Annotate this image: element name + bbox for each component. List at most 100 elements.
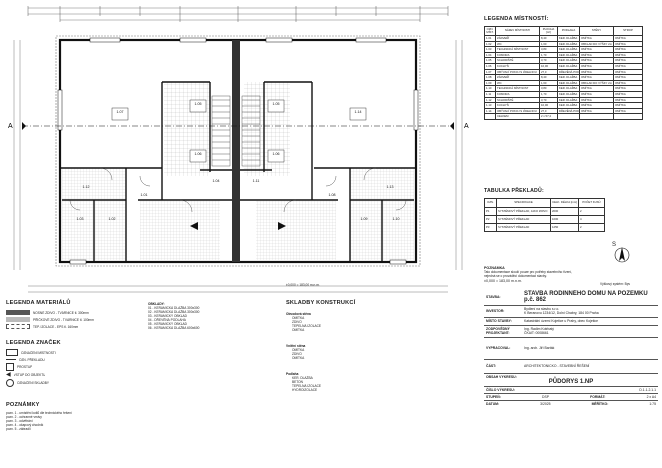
north-label: S bbox=[612, 242, 617, 248]
section-marker-left: A bbox=[8, 123, 13, 130]
room-cell: KER. DLAŽBA bbox=[557, 74, 580, 81]
lintel-cell: 2000 bbox=[550, 207, 579, 216]
finish-item: 04 - DŘEVĚNÁ PODLAHA bbox=[148, 318, 186, 322]
composition-group: Obvodová stěna OMÍTKA ZDIVO TEPELNÁ IZOL… bbox=[286, 312, 322, 332]
room-cell: 2 x 57,4 bbox=[539, 113, 558, 120]
room-tag: 1.05 bbox=[195, 102, 202, 106]
elevation-plan: ±0,000 = 183,00 m.n.m. bbox=[286, 283, 320, 287]
lintel-cell: SYSTÉMOVÝ PŘEKLAD, JAKO ZDIVO bbox=[496, 207, 551, 216]
room-cell: KER. DLAŽBA bbox=[557, 46, 580, 53]
title-block: STAVBA: STAVBA RODINNÉHO DOMU NA POZEMKU… bbox=[484, 290, 658, 407]
finishes-legend: OBKLADY: 01 - KERAMICKÁ DLAŽBA 300x300 0… bbox=[148, 302, 268, 330]
remark-item: pozn. 3 - odvětrání bbox=[6, 419, 33, 423]
tb-obsah: OBSAH VÝKRESU: PŮDORYS 1.NP bbox=[484, 374, 658, 387]
room-header: STĚNY bbox=[579, 26, 614, 36]
room-cell: DŘEVĚNÁ PODLAHA bbox=[557, 68, 580, 76]
remarks-title: POZNÁMKY bbox=[6, 402, 40, 408]
room-cell: KER. DLAŽBA bbox=[557, 63, 580, 70]
room-header: OZN. MÍST. bbox=[484, 26, 496, 36]
composition-group: Podlaha KER. DLAŽBA BETON TEPELNÁ IZOLAC… bbox=[286, 372, 322, 392]
room-cell: OMÍTKA bbox=[613, 96, 643, 104]
room-cell: OMÍTKA bbox=[613, 79, 643, 87]
room-cell bbox=[613, 113, 643, 120]
remark-item: pozn. 1 - umístění kotlů dle technického… bbox=[6, 411, 72, 415]
room-cell bbox=[557, 113, 580, 120]
room-tag: 1.07 bbox=[117, 110, 124, 114]
entry-arrow-icon: ◀ bbox=[6, 371, 11, 378]
room-cell: OBÝVACÍ POKOJ S JÍDELNOU bbox=[495, 68, 540, 76]
lintel-cell: 1250 bbox=[550, 223, 579, 232]
composition-group: Vnitřní stěna OMÍTKA ZDIVO OMÍTKA bbox=[286, 344, 306, 360]
room-tag: 1.03 bbox=[77, 217, 84, 221]
room-cell: KER. DLAŽBA bbox=[557, 40, 580, 48]
finish-item: 02 - KERAMICKÁ DLAŽBA 300x300 bbox=[148, 310, 200, 314]
lintel-header: CELK. DÉLKA [mm] bbox=[550, 198, 579, 208]
room-cell: KER. DLAŽBA bbox=[557, 102, 580, 109]
finish-item: 05 - KERAMICKÝ OBKLAD bbox=[148, 322, 187, 326]
tb-stavba: STAVBA: STAVBA RODINNÉHO DOMU NA POZEMKU… bbox=[484, 290, 658, 306]
room-header: PODLAHA bbox=[557, 26, 580, 36]
room-header: STROP bbox=[613, 26, 643, 36]
symbol-item: OZN. PŘEKLADU bbox=[6, 358, 136, 362]
room-tag: 1.11 bbox=[253, 179, 260, 183]
room-cell: DŘEVĚNÁ PODLAHA bbox=[557, 107, 580, 115]
room-cell: KER. DLAŽBA bbox=[557, 85, 580, 92]
room-cell: OMÍTKA bbox=[613, 85, 643, 92]
tb-stupen: STUPEŇ: DSP FORMÁT: 2 x A4 bbox=[484, 394, 658, 401]
material-swatch bbox=[6, 317, 30, 322]
room-cell bbox=[484, 113, 496, 120]
room-cell: KER. DLAŽBA bbox=[557, 79, 580, 87]
room-cell: KER. DLAŽBA bbox=[557, 96, 580, 104]
symbols-title: LEGENDA ZNAČEK bbox=[6, 340, 61, 346]
remark-item: pozn. 2 - ochranné vrstvy bbox=[6, 415, 42, 419]
lintel-header: SPECIFIKACE bbox=[496, 198, 551, 208]
lintel-header: POČET KUSŮ bbox=[578, 198, 605, 208]
room-cell: OMÍTKA bbox=[613, 68, 643, 76]
tb-cislo: ČÍSLO VÝKRESU: D.1.1.2.1.1 bbox=[484, 387, 658, 394]
room-legend: LEGENDA MÍSTNOSTÍ: OZN. MÍST.NÁZEV MÍSTN… bbox=[484, 16, 643, 120]
opening-icon bbox=[6, 363, 14, 371]
room-cell bbox=[579, 113, 614, 120]
tb-vypracoval: VYPRACOVAL: Ing. arch. Jiří Barták bbox=[484, 337, 658, 360]
finishes-title: OBKLADY: bbox=[148, 302, 165, 306]
room-tag: 1.05 bbox=[273, 102, 280, 106]
room-cell: OMÍTKA bbox=[613, 74, 643, 81]
lintel-title: TABULKA PŘEKLADŮ: bbox=[484, 188, 544, 194]
symbol-item: OZNAČENÍ MÍSTNOSTI bbox=[6, 349, 136, 356]
section-marker-right: A bbox=[464, 123, 469, 130]
room-cell: OBKLAD DO VÝŠKY 2m bbox=[579, 40, 614, 48]
room-tag-icon bbox=[6, 349, 18, 356]
tb-cast: ČÁST: ARCHITEKTONICKO - STAVEBNÍ ŘEŠENÍ bbox=[484, 359, 658, 374]
room-tag: 1.02 bbox=[109, 217, 116, 221]
room-cell: OBÝVACÍ POKOJ S JÍDELNOU bbox=[495, 107, 540, 115]
finish-item: 06 - KERAMICKÁ DLAŽBA 600x600 bbox=[148, 326, 200, 330]
symbol-item: PROSTUP bbox=[6, 363, 136, 371]
material-item: PŘÍČKOVÉ ZDIVO - TVÁRNICE tl. 100mm bbox=[6, 317, 132, 322]
lintel-cell: SYSTÉMOVÝ PŘEKLAD bbox=[496, 215, 551, 224]
room-legend-title: LEGENDA MÍSTNOSTÍ: bbox=[484, 16, 549, 22]
finish-item: 03 - KERAMICKÝ OBKLAD bbox=[148, 314, 187, 318]
tb-projektant: ZODPOVĚDNÝ PROJEKTANT: Ing. Radim Kotrba… bbox=[484, 325, 658, 338]
materials-legend: LEGENDA MATERIÁLŮ NOSNÉ ZDIVO - TVÁRNICE… bbox=[6, 300, 132, 331]
room-tag: 1.12 bbox=[83, 185, 90, 189]
room-cell: OMÍTKA bbox=[613, 90, 643, 98]
room-tag: 1.01 bbox=[141, 193, 148, 197]
room-tag: 1.14 bbox=[355, 110, 362, 114]
materials-title: LEGENDA MATERIÁLŮ bbox=[6, 300, 71, 306]
room-tag: 1.04 bbox=[213, 179, 220, 183]
remark-item: pozn. 5 - zábradlí bbox=[6, 427, 31, 431]
lintel-cell: 1000 bbox=[550, 215, 579, 224]
elevation: ±0,000 = 183,00 m.n.m. bbox=[484, 279, 523, 283]
lintel-header: OZN. bbox=[484, 198, 497, 208]
material-item: NOSNÉ ZDIVO - TVÁRNICE tl. 300mm bbox=[6, 310, 132, 315]
tb-investor: INVESTOR: Bydlení na stavbu s.r.o.K Bera… bbox=[484, 305, 658, 319]
lintel-cell: P2 bbox=[484, 215, 497, 224]
